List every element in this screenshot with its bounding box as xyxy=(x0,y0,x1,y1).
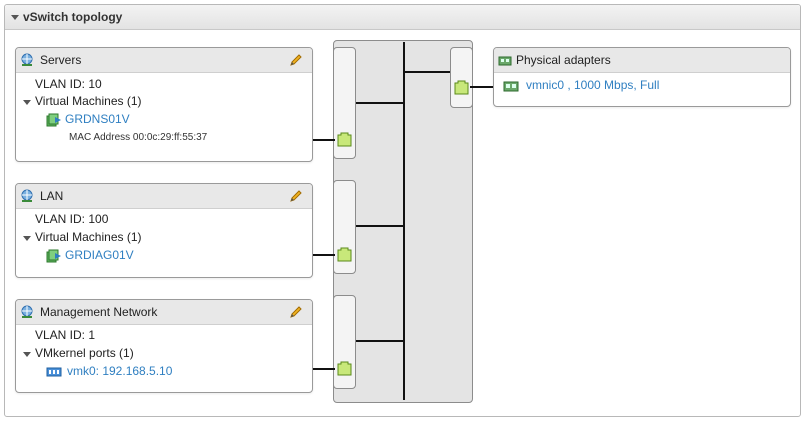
port-group-name: Servers xyxy=(40,53,82,67)
collapse-chevron-icon[interactable] xyxy=(11,15,19,20)
section-label[interactable]: Virtual Machines (1) xyxy=(35,230,142,244)
connection-line xyxy=(313,368,335,370)
section-label[interactable]: VMkernel ports (1) xyxy=(35,346,134,360)
connection-line xyxy=(313,139,335,141)
panel-header[interactable]: vSwitch topology xyxy=(5,5,800,30)
physical-adapters-box[interactable]: Physical adapters vmnic0 , 1000 Mbps, Fu… xyxy=(493,47,791,107)
port-group-lan[interactable]: LAN VLAN ID: 100 Virtual Machines (1) GR… xyxy=(15,183,313,278)
vmnic-link[interactable]: vmnic0 , 1000 Mbps, Full xyxy=(526,78,660,92)
vlan-id: VLAN ID: 1 xyxy=(35,328,96,342)
port-group-header: Servers xyxy=(16,48,312,73)
vmkernel-port-link[interactable]: vmk0: 192.168.5.10 xyxy=(67,364,173,378)
expand-chevron-icon[interactable] xyxy=(23,352,31,357)
port-icon[interactable] xyxy=(337,247,352,262)
connection-line xyxy=(356,102,404,104)
network-globe-icon xyxy=(21,305,33,318)
port-group-management-network[interactable]: Management Network VLAN ID: 1 VMkernel p… xyxy=(15,299,313,393)
network-globe-icon xyxy=(21,53,33,66)
port-group-name: Management Network xyxy=(40,305,158,319)
port-group-name: LAN xyxy=(40,189,64,203)
vlan-id: VLAN ID: 10 xyxy=(35,77,102,91)
pencil-icon[interactable] xyxy=(288,188,304,204)
port-icon[interactable] xyxy=(337,132,352,147)
network-globe-icon xyxy=(21,189,33,202)
virtual-machine-icon xyxy=(46,249,61,263)
expand-chevron-icon[interactable] xyxy=(23,236,31,241)
section-label[interactable]: Virtual Machines (1) xyxy=(35,94,142,108)
connection-line xyxy=(356,340,404,342)
uplink-port-icon[interactable] xyxy=(454,80,469,95)
vm-link[interactable]: GRDIAG01V xyxy=(65,248,134,262)
connection-line xyxy=(313,254,335,256)
port-group-header: LAN xyxy=(16,184,312,209)
port-group-servers[interactable]: Servers VLAN ID: 10 Virtual Machines (1)… xyxy=(15,47,313,162)
port-group-header: Management Network xyxy=(16,300,312,325)
network-card-icon xyxy=(503,81,519,92)
physical-adapters-header: Physical adapters xyxy=(494,48,790,73)
panel-title: vSwitch topology xyxy=(23,10,123,24)
mac-address: MAC Address 00:0c:29:ff:55:37 xyxy=(69,132,208,143)
virtual-machine-icon xyxy=(46,113,61,127)
expand-chevron-icon[interactable] xyxy=(23,100,31,105)
uplink-switch-tab xyxy=(450,47,473,108)
connection-line xyxy=(470,86,493,88)
network-card-icon xyxy=(498,56,512,66)
pencil-icon[interactable] xyxy=(288,304,304,320)
port-icon[interactable] xyxy=(337,361,352,376)
vmkernel-adapter-icon xyxy=(46,367,62,377)
connection-line xyxy=(404,71,450,73)
connection-line xyxy=(356,225,404,227)
vswitch-bus-line xyxy=(403,42,405,400)
pencil-icon[interactable] xyxy=(288,52,304,68)
physical-adapters-title: Physical adapters xyxy=(516,53,611,67)
vm-link[interactable]: GRDNS01V xyxy=(65,112,130,126)
vlan-id: VLAN ID: 100 xyxy=(35,212,109,226)
port-group-switch-tab xyxy=(333,47,356,159)
